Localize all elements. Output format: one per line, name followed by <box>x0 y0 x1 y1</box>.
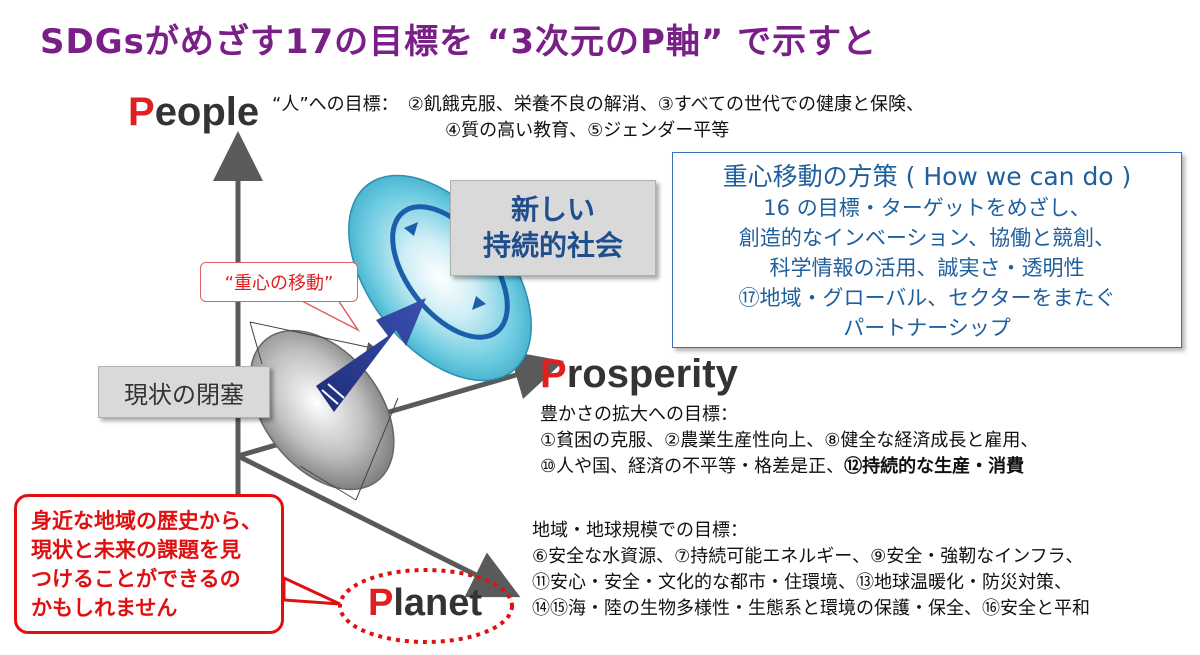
prosperity-goals-line1: ①貧困の克服、②農業生産性向上、⑧健全な経済成長と雇用、 <box>540 430 1039 451</box>
planet-goals-line1: ⑥安全な水資源、⑦持続可能エネルギー、⑨安全・強靭なインフラ、 <box>532 546 1084 567</box>
planet-axis-label: Planet <box>368 582 482 625</box>
shift-arrow <box>316 298 426 412</box>
note-line3: つけることができるの <box>31 567 241 591</box>
new-society-box: 新しい 持続的社会 <box>450 180 656 276</box>
people-axis-label: People <box>128 90 259 135</box>
status-quo-box: 現状の閉塞 <box>98 366 270 418</box>
prosperity-goals-line2-normal: ⑩人や国、経済の不平等・格差是正、 <box>540 456 845 477</box>
people-goals: “人”への目標： ②飢餓克服、栄養不良の解消、③すべての世代での健康と保険、 ④… <box>272 92 924 144</box>
strategy-line3: 科学情報の活用、誠実さ・透明性 <box>769 256 1085 280</box>
prosperity-goals-line2: ⑩人や国、経済の不平等・格差是正、⑫持続的な生産・消費 <box>540 454 1038 480</box>
status-quo-small-arrows <box>249 321 399 501</box>
planet-initial: P <box>368 582 394 624</box>
rotation-arrowhead <box>404 222 418 236</box>
new-society-line1: 新しい <box>510 193 595 226</box>
planet-goals-line2: ⑪安心・安全・文化的な都市・住環境、⑬地球温暖化・防災対策、 <box>532 572 1072 593</box>
prosperity-goals-heading: 豊かさの拡大への目標： <box>540 404 738 425</box>
page-title: SDGsがめざす17の目標を “3次元のP軸” で示すと <box>40 22 878 62</box>
note-line2: 現状と未来の課題を見 <box>31 538 241 562</box>
planet-highlight <box>338 568 514 644</box>
rotation-arrowhead <box>472 296 486 310</box>
people-initial: P <box>128 90 155 134</box>
strategy-box: 重心移動の方策 ( How we can do ) 16 の目標・ターゲットをめ… <box>672 152 1182 348</box>
note-line1: 身近な地域の歴史から、 <box>31 509 262 533</box>
local-history-note: 身近な地域の歴史から、 現状と未来の課題を見 つけることができるの かもしれませ… <box>14 494 284 634</box>
strategy-heading: 重心移動の方策 ( How we can do ) <box>722 162 1132 191</box>
planet-goals: 地域・地球規模での目標： ⑥安全な水資源、⑦持続可能エネルギー、⑨安全・強靭なイ… <box>532 518 1090 622</box>
prosperity-goals: 豊かさの拡大への目標： ①貧困の克服、②農業生産性向上、⑧健全な経済成長と雇用、… <box>540 402 1038 480</box>
strategy-line5: パートナーシップ <box>843 316 1011 340</box>
prosperity-goals-line2-bold: ⑫持続的な生産・消費 <box>844 456 1025 477</box>
note-line4: かもしれません <box>31 596 178 620</box>
prosperity-initial: P <box>540 352 567 396</box>
people-rest: eople <box>154 90 260 134</box>
people-goals-line1: “人”への目標： ②飢餓克服、栄養不良の解消、③すべての世代での健康と保険、 <box>272 94 924 115</box>
strategy-line2: 創造的なインベーション、協働と競創、 <box>738 226 1116 250</box>
gravity-shift-callout: “重心の移動” <box>200 262 358 302</box>
strategy-line1: 16 の目標・ターゲットをめざし、 <box>763 196 1091 220</box>
planet-goals-line3: ⑭⑮海・陸の生物多様性・生態系と環境の保護・保全、⑯安全と平和 <box>532 598 1090 619</box>
callout-tail <box>299 299 361 333</box>
planet-axis <box>236 453 521 598</box>
people-goals-line2: ④質の高い教育、⑤ジェンダー平等 <box>445 120 730 141</box>
planet-goals-heading: 地域・地球規模での目標： <box>532 520 748 541</box>
prosperity-rest: rosperity <box>566 352 738 396</box>
new-society-line2: 持続的社会 <box>482 229 623 262</box>
prosperity-axis-label: Prosperity <box>540 352 738 397</box>
planet-rest: lanet <box>393 582 483 624</box>
note-tail <box>282 575 341 606</box>
strategy-line4: ⑰地域・グローバル、セクターをまたぐ <box>738 286 1116 310</box>
